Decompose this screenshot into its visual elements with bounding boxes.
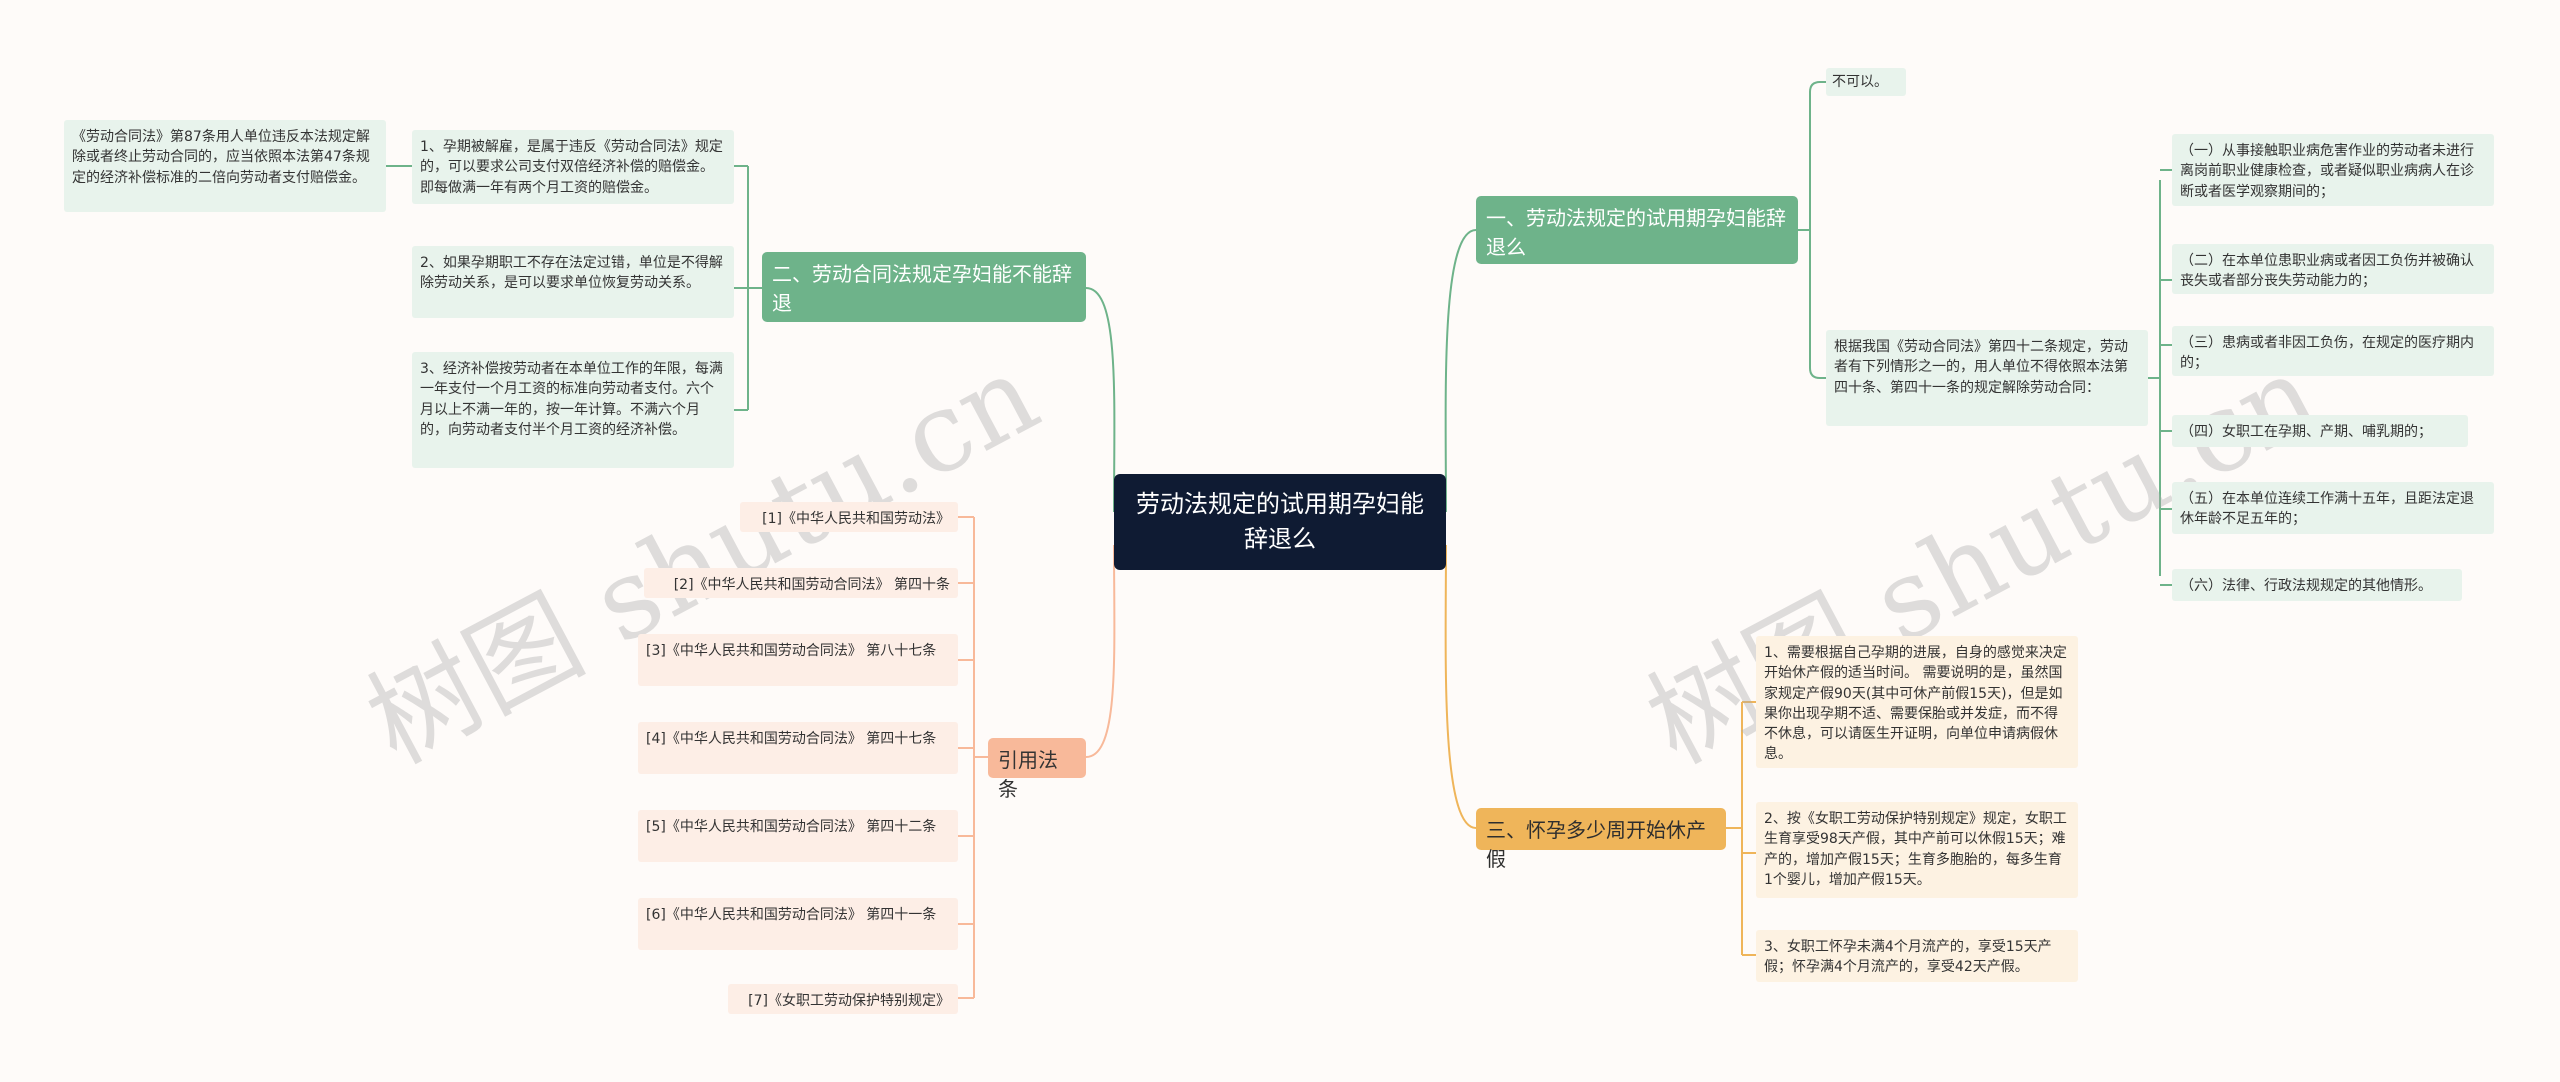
b1-item-4[interactable]: （四）女职工在孕期、产期、哺乳期的； (2172, 415, 2468, 447)
branch-labor-contract[interactable]: 二、劳动合同法规定孕妇能不能辞退 (762, 252, 1086, 322)
branch-trial-period[interactable]: 一、劳动法规定的试用期孕妇能辞退么 (1476, 196, 1798, 264)
b2-item-3[interactable]: 3、经济补偿按劳动者在本单位工作的年限，每满一年支付一个月工资的标准向劳动者支付… (412, 352, 734, 468)
link-b4-items (958, 516, 988, 999)
link-root-b4 (1085, 544, 1116, 758)
b4-item-3[interactable]: [3]《中华人民共和国劳动合同法》 第八十七条 (638, 634, 958, 686)
link-root-b1 (1444, 229, 1477, 513)
b3-item-3[interactable]: 3、女职工怀孕未满4个月流产的，享受15天产假；怀孕满4个月流产的，享受42天产… (1756, 930, 2078, 982)
b3-item-2[interactable]: 2、按《女职工劳动保护特别规定》规定，女职工生育享受98天产假，其中产前可以休假… (1756, 802, 2078, 898)
b1-item-6[interactable]: （六）法律、行政法规规定的其他情形。 (2172, 569, 2462, 601)
b4-item-2[interactable]: [2]《中华人民共和国劳动合同法》 第四十条 (644, 568, 958, 598)
b4-item-5[interactable]: [5]《中华人民共和国劳动合同法》 第四十二条 (638, 810, 958, 862)
link-root-b2 (1085, 287, 1116, 513)
b4-item-7[interactable]: [7]《女职工劳动保护特别规定》 (728, 984, 958, 1014)
b1-item-3[interactable]: （三）患病或者非因工负伤，在规定的医疗期内的； (2172, 326, 2494, 376)
link-basis-items (2148, 169, 2172, 586)
b4-item-6[interactable]: [6]《中华人民共和国劳动合同法》 第四十一条 (638, 898, 958, 950)
b4-item-1[interactable]: [1]《中华人民共和国劳动法》 (740, 502, 958, 532)
b1-item-5[interactable]: （五）在本单位连续工作满十五年，且距法定退休年龄不足五年的； (2172, 482, 2494, 534)
link-root-b3 (1444, 544, 1477, 829)
root-node[interactable]: 劳动法规定的试用期孕妇能辞退么 (1114, 474, 1446, 570)
branch-maternity-leave[interactable]: 三、怀孕多少周开始休产假 (1476, 808, 1726, 871)
link-b1-answer (1798, 81, 1826, 231)
b1-item-1[interactable]: （一）从事接触职业病危害作业的劳动者未进行离岗前职业健康检查，或者疑似职业病病人… (2172, 134, 2494, 206)
branch-cited-laws[interactable]: 引用法条 (988, 738, 1086, 801)
b2-item-2[interactable]: 2、如果孕期职工不存在法定过错，单位是不得解除劳动关系，是可以要求单位恢复劳动关… (412, 246, 734, 318)
b1-answer[interactable]: 不可以。 (1826, 68, 1906, 96)
b1-basis[interactable]: 根据我国《劳动合同法》第四十二条规定，劳动者有下列情形之一的，用人单位不得依照本… (1826, 330, 2148, 426)
link-b1-basis (1798, 229, 1826, 379)
b3-item-1[interactable]: 1、需要根据自己孕期的进展，自身的感觉来决定开始休产假的适当时间。 需要说明的是… (1756, 636, 2078, 768)
link-b3-items (1726, 701, 1756, 956)
link-b2-items (734, 165, 762, 411)
b2-sub-law87[interactable]: 《劳动合同法》第87条用人单位违反本法规定解除或者终止劳动合同的，应当依照本法第… (64, 120, 386, 212)
b2-item-1[interactable]: 1、孕期被解雇，是属于违反《劳动合同法》规定的，可以要求公司支付双倍经济补偿的赔… (412, 130, 734, 204)
b4-item-4[interactable]: [4]《中华人民共和国劳动合同法》 第四十七条 (638, 722, 958, 774)
b1-item-2[interactable]: （二）在本单位患职业病或者因工负伤并被确认丧失或者部分丧失劳动能力的； (2172, 244, 2494, 294)
